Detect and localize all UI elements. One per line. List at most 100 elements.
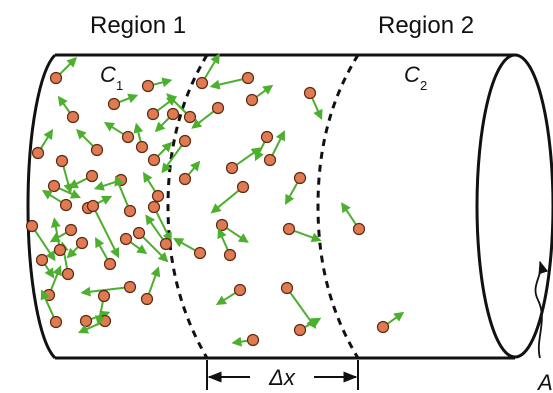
cylinder [26,53,553,360]
particle-velocity-arrow [161,145,183,174]
c1-label-sub: 1 [116,78,123,93]
particle-velocity-arrow [75,128,94,147]
particle [119,232,133,246]
boundary-left-dashed [166,54,209,359]
particle-velocity-arrow [93,180,116,191]
particle [97,289,111,303]
particle-velocity-arrow [204,53,220,79]
particle-velocity-arrow [209,78,243,90]
particle [79,314,93,328]
particle [159,237,173,251]
particle [263,153,277,167]
particles [25,53,405,347]
particle-velocity-arrow [217,227,229,250]
particle-velocity-arrow [191,110,214,129]
particle [178,134,192,148]
particle-velocity-arrow [133,122,144,142]
particle-velocity-arrow [236,147,262,166]
c2-label: C 2 [404,62,427,93]
particle [193,246,207,260]
particle-velocity-arrow [59,56,78,75]
c2-label-sub: 2 [420,78,427,93]
particle [85,169,99,183]
particle [49,315,63,329]
particle-velocity-arrow [130,241,148,255]
particle-velocity-arrow [231,336,248,347]
particle-velocity-arrow [304,317,322,328]
particle [303,86,317,100]
particle-velocity-arrow [59,187,82,199]
particle [376,320,390,334]
particle [66,110,80,124]
particle [225,161,239,175]
particle [178,172,192,186]
particle [59,198,73,212]
particle-velocity-arrow [94,210,120,259]
particle [293,171,307,185]
particle-velocity-arrow [294,230,322,243]
particle [215,218,229,232]
particle-velocity-arrow [341,202,357,225]
particle [107,97,121,111]
area-label: A [536,370,553,393]
particle-velocity-arrow [67,177,88,189]
particle [246,333,260,347]
particle-velocity-arrow [271,130,285,156]
particle [282,222,296,236]
particle-velocity-arrow [50,265,62,290]
particle-velocity-arrow [154,117,170,133]
particle [55,154,69,168]
particle-velocity-arrow [188,160,201,176]
particle [223,248,237,262]
particle-velocity-arrow [40,289,55,317]
particle-velocity-arrow [142,236,169,263]
particle [25,219,39,233]
particle-velocity-arrow [40,128,54,149]
particle-velocity-arrow [49,232,67,243]
particle [64,223,78,237]
particle [31,146,45,160]
particle [280,281,294,295]
delta-x-label: Δx [268,365,296,390]
cylinder-left-end [26,53,57,360]
particle-velocity-arrow [142,171,156,192]
particle-velocity-arrow [62,166,74,194]
particle-velocity-arrow [153,77,173,88]
area-pointer-line [534,260,549,359]
particle [47,179,61,193]
particle-velocity-arrow [311,98,323,121]
particle [121,130,135,144]
particle-velocity-arrow [119,93,139,104]
particle-velocity-arrow [215,292,236,306]
area-pointer: A [534,260,553,393]
region-1-label: Region 1 [90,12,186,39]
particle [241,71,255,85]
particle [98,314,112,328]
delta-x-dimension: Δx [206,360,359,390]
particle [90,143,104,157]
particle [86,199,100,213]
particle [151,189,165,203]
particle [49,71,63,85]
particle-velocity-arrow [44,264,55,279]
particle-velocity-arrow [289,292,317,329]
particle [147,153,161,167]
particle [211,101,225,115]
particle-velocity-arrow [173,238,196,251]
particle [35,253,49,267]
c1-label: C 1 [100,62,123,93]
region-2-label: Region 2 [378,12,474,39]
particle [141,79,155,93]
particle [233,283,247,297]
particle-velocity-arrow [148,266,161,294]
particle-velocity-arrow [210,190,239,214]
particle [135,140,149,154]
particle [146,107,160,121]
cylinder-right-end [475,53,553,359]
particle-velocity-arrow [114,175,129,206]
c2-label-base: C [404,62,420,87]
particle-velocity-arrow [285,182,298,205]
particle [103,257,117,271]
